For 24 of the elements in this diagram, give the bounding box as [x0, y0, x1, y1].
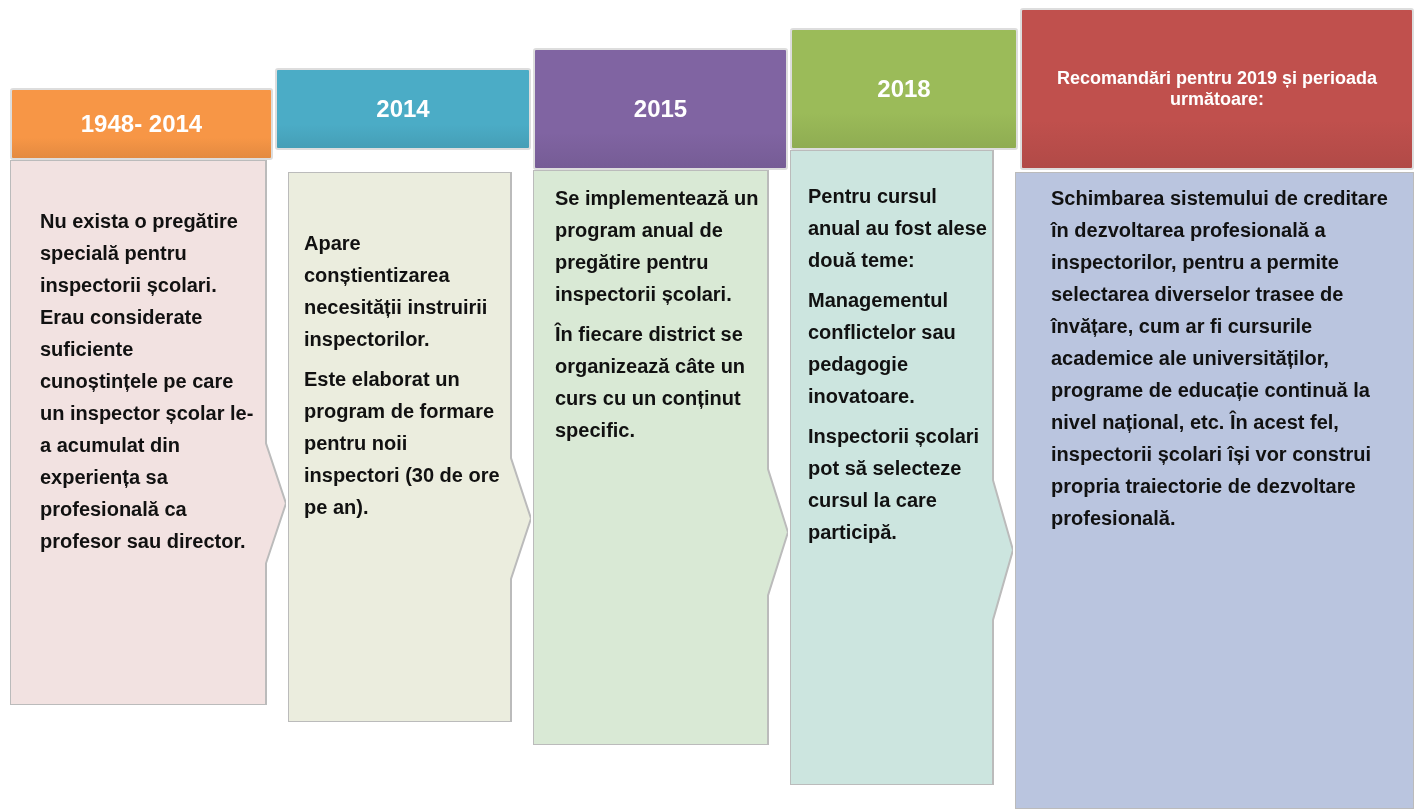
- header-box: [10, 88, 273, 160]
- header-box: [790, 28, 1018, 150]
- body-text: Este elaborat un program de formare pentru noii inspectori (30 de ore pe an).: [304, 367, 501, 520]
- header-box: [1020, 8, 1414, 170]
- chevron-panel: [288, 172, 531, 722]
- chevron-panel: [533, 170, 788, 745]
- body-text: Schimbarea sistemului de creditare în dezvoltarea profesională a inspectorilor, pentru a permite selectarea diverselor trasee de învățare, cum ar fi cursurile academice ale universităților, programe de educație continuă la nivel național, etc. În acest fel, inspectorii școlari își vor construi propria traiectorie de dezvoltare profesională.: [1051, 186, 1389, 531]
- body-text: Inspectorii școlari pot să selecteze cursul la care participă.: [808, 424, 981, 545]
- heading-text: 1948- 2014: [80, 110, 203, 138]
- chevron-panel: [790, 150, 1013, 785]
- heading-text: 2018: [877, 75, 931, 103]
- heading-text: Recomandări pentru 2019 și perioada următoare:: [1055, 68, 1379, 110]
- heading-text: 2015: [633, 95, 688, 123]
- body-text: Pentru cursul anual au fost alese două teme:: [808, 184, 988, 273]
- body-text: În fiecare district se organizează câte un curs cu un conținut specific.: [555, 321, 747, 443]
- body-text: Apare conștientizarea necesității instruirii inspectorilor.: [304, 231, 489, 352]
- chevron-panel: [1015, 172, 1414, 809]
- heading-text: 2014: [376, 95, 430, 123]
- header-box: [275, 68, 531, 150]
- body-text: Nu exista o pregătire specială pentru inspectorii școlari. Erau considerate suficiente cunoștințele pe care un inspector școlar le-a acumulat din experiența sa profesională ca profesor sau director.: [40, 209, 255, 554]
- chevron-panel: [10, 160, 286, 705]
- header-box: [533, 48, 788, 170]
- body-text: Managementul conflictelor sau pedagogie inovatoare.: [808, 288, 957, 409]
- body-text: Se implementează un program anual de pregătire pentru inspectorii școlari.: [555, 186, 760, 307]
